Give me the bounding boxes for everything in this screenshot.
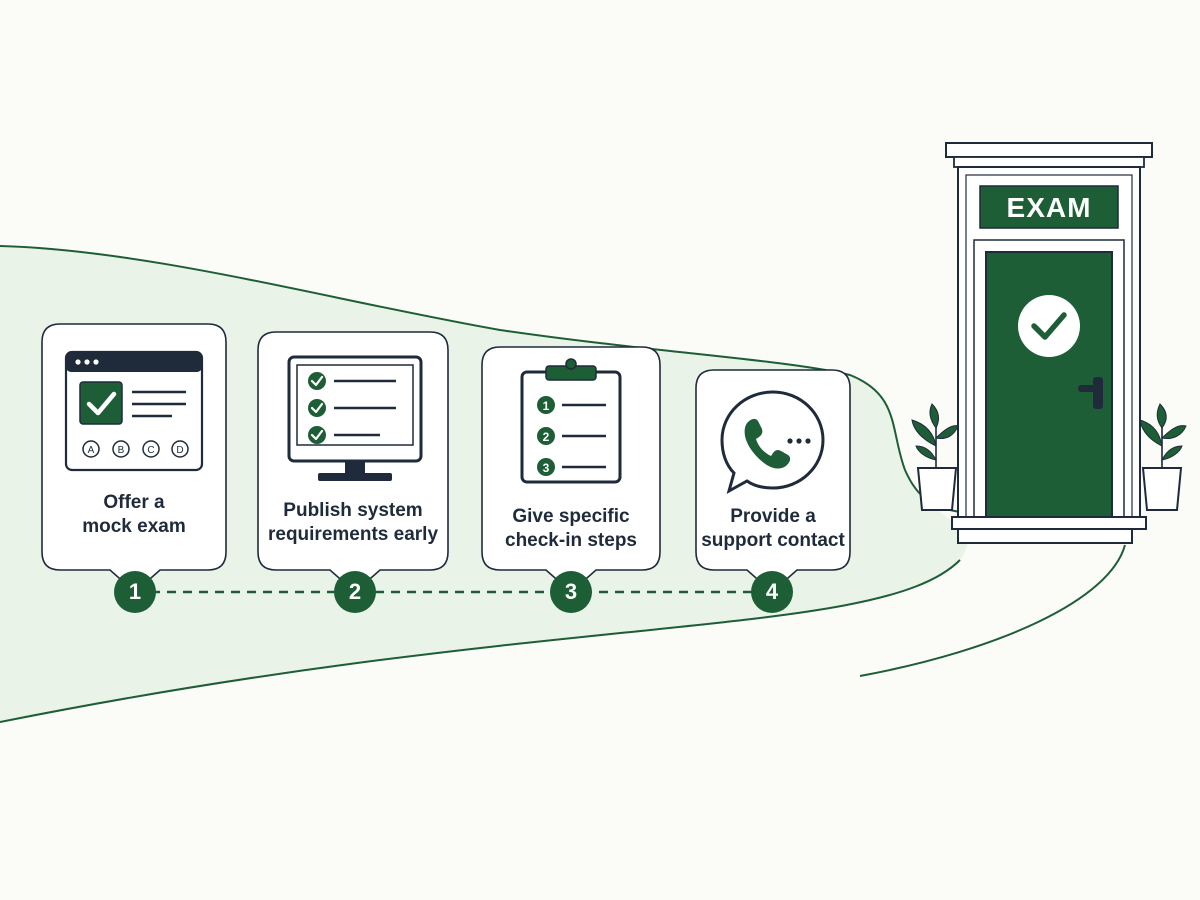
list-number-3: 3 <box>543 461 550 475</box>
potted-plant-icon <box>1139 403 1187 511</box>
step-2-label-line-1: Publish system <box>283 500 423 521</box>
step-card-4 <box>695 369 851 594</box>
phone-icon <box>744 418 791 469</box>
choice-d-icon <box>171 440 189 458</box>
step-3-label: Give specific check-in steps <box>484 505 658 553</box>
choice-b-label: B <box>118 445 125 456</box>
step-card-1: A B C D <box>41 323 227 594</box>
path-band-upper-edge <box>0 245 961 513</box>
step-number-badge-1 <box>114 571 156 613</box>
exam-door-icon <box>945 142 1153 544</box>
phone-chat-bubble-icon <box>720 390 825 495</box>
check-circle-icon <box>308 372 326 390</box>
exam-sign-label: EXAM <box>1006 192 1092 223</box>
step-number-4: 4 <box>765 579 779 604</box>
step-1-label-line-2: mock exam <box>82 516 186 537</box>
step-number-2: 2 <box>348 579 362 604</box>
list-number-2: 2 <box>543 430 550 444</box>
choice-a-label: A <box>88 445 95 456</box>
step-card-2 <box>257 331 449 594</box>
step-4-label: Provide a support contact <box>698 505 848 553</box>
step-card-3: 1 2 3 <box>481 346 661 594</box>
step-4-label-line-2: support contact <box>701 530 845 551</box>
step-1-label: Offer a mock exam <box>44 491 224 539</box>
list-number-1: 1 <box>543 399 550 413</box>
step-number-1: 1 <box>128 579 142 604</box>
clipboard-numbered-list-icon: 1 2 3 <box>520 358 622 484</box>
step-4-label-line-1: Provide a <box>730 506 816 527</box>
check-circle-icon <box>1018 295 1080 357</box>
path-to-door <box>859 544 1126 677</box>
step-number-badge-3 <box>550 571 592 613</box>
step-number-badge-2 <box>334 571 376 613</box>
choice-a-icon <box>82 440 100 458</box>
step-number-badge-4 <box>751 571 793 613</box>
step-2-label-line-2: requirements early <box>267 524 439 545</box>
step-3-label-line-1: Give specific <box>512 506 630 527</box>
step-2-label: Publish system requirements early <box>260 499 446 547</box>
choice-c-label: C <box>147 445 154 456</box>
choice-c-icon <box>142 440 160 458</box>
step-1-label-line-1: Offer a <box>103 492 165 513</box>
step-3-label-line-2: check-in steps <box>505 530 637 551</box>
monitor-checklist-icon <box>287 355 423 481</box>
check-circle-icon <box>308 426 326 444</box>
check-circle-icon <box>308 399 326 417</box>
door-handle-icon <box>1078 377 1103 409</box>
step-number-3: 3 <box>564 579 578 604</box>
exam-sign <box>979 185 1119 229</box>
choice-d-label: D <box>176 445 183 456</box>
choice-b-icon <box>112 440 130 458</box>
mock-exam-window-icon: A B C D <box>64 350 204 472</box>
path-band-lower-edge <box>0 559 961 723</box>
potted-plant-icon <box>911 403 959 511</box>
